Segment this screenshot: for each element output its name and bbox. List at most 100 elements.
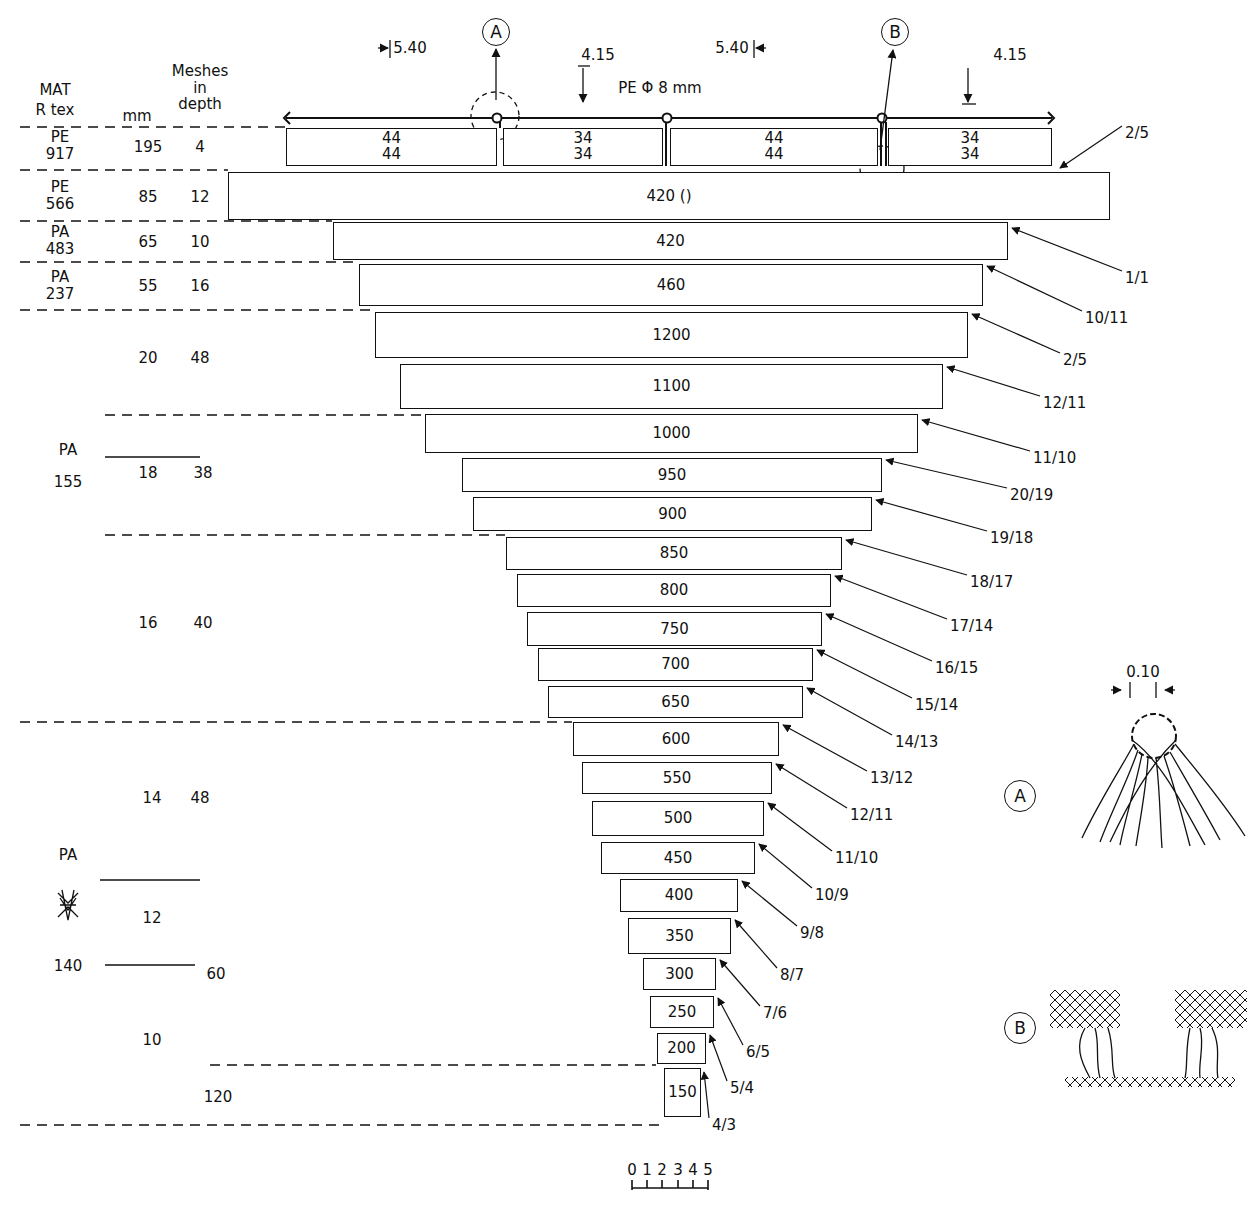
taper-ratio: 2/5 — [1125, 125, 1149, 142]
taper-ratio: 18/17 — [970, 574, 1013, 591]
table-label: 120 — [204, 1089, 233, 1106]
taper-ratio: 9/8 — [800, 925, 824, 942]
table-label: 40 — [193, 615, 212, 632]
table-label: Meshes in depth — [170, 63, 230, 113]
dimension-label: 5.40 — [715, 40, 748, 57]
dimension-label: 4.15 — [993, 47, 1026, 64]
net-symbol — [58, 890, 78, 920]
table-label: 140 — [54, 958, 83, 975]
taper-ratio: 12/11 — [850, 807, 893, 824]
callout-letter: B — [889, 23, 901, 42]
net-panel: 550 — [582, 762, 772, 794]
table-label: PA 237 — [42, 269, 78, 303]
panel-mesh-count: 850 — [660, 545, 689, 562]
taper-ratio: 14/13 — [895, 734, 938, 751]
panel-mesh-count: 1200 — [652, 327, 690, 344]
scale-number: 3 — [673, 1162, 683, 1179]
panel-mesh-count: 700 — [661, 656, 690, 673]
net-panel: 420 () — [228, 172, 1110, 220]
taper-ratio: 13/12 — [870, 770, 913, 787]
net-panel: 1100 — [400, 364, 943, 409]
table-label: 48 — [190, 790, 209, 807]
table-label: mm — [122, 108, 151, 125]
callout-circle: A — [1004, 780, 1036, 812]
headline-rope — [284, 112, 1054, 166]
table-label: 12 — [190, 189, 209, 206]
net-panel: 350 — [628, 918, 731, 954]
net-panel: 450 — [601, 842, 755, 874]
callout-circle: B — [1004, 1012, 1036, 1044]
callout-letter: B — [1014, 1019, 1026, 1038]
taper-ratio: 11/10 — [835, 850, 878, 867]
taper-ratio: 10/11 — [1085, 310, 1128, 327]
net-panel: 1000 — [425, 414, 918, 453]
net-panel: 900 — [473, 497, 872, 531]
table-label: 16 — [138, 615, 157, 632]
scale-number: 5 — [703, 1162, 713, 1179]
table-label: 12 — [142, 910, 161, 927]
callout-circle: B — [881, 18, 909, 46]
table-label: PA 483 — [42, 224, 78, 258]
net-panel: 44 44 — [286, 128, 497, 166]
taper-ratio: 19/18 — [990, 530, 1033, 547]
panel-mesh-count: 600 — [662, 731, 691, 748]
detail-b-drawing — [1050, 990, 1247, 1087]
table-label: 155 — [54, 474, 83, 491]
callout-letter: A — [490, 23, 502, 42]
panel-mesh-count: 460 — [657, 277, 686, 294]
table-label: PE 917 — [42, 129, 78, 163]
net-panel: 1200 — [375, 312, 968, 358]
panel-mesh-count: 950 — [658, 467, 687, 484]
net-panel: 500 — [592, 801, 764, 836]
panel-mesh-count: 44 44 — [375, 131, 408, 163]
taper-ratio: 10/9 — [815, 887, 849, 904]
panel-mesh-count: 550 — [663, 770, 692, 787]
callout-circle: A — [482, 18, 510, 46]
taper-ratio: 1/1 — [1125, 270, 1149, 287]
panel-mesh-count: 300 — [665, 966, 694, 983]
table-label: 10 — [190, 234, 209, 251]
panel-mesh-count: 750 — [660, 621, 689, 638]
table-label: 18 — [138, 465, 157, 482]
table-label: PE 566 — [42, 179, 78, 213]
panel-mesh-count: 450 — [664, 850, 693, 867]
taper-ratio: 17/14 — [950, 618, 993, 635]
table-label: PA — [59, 847, 77, 864]
table-label: R tex — [36, 102, 75, 119]
panel-mesh-count: 400 — [665, 887, 694, 904]
taper-ratio: 5/4 — [730, 1080, 754, 1097]
panel-mesh-count: 500 — [664, 810, 693, 827]
scale-number: 4 — [688, 1162, 698, 1179]
table-label: MAT — [39, 82, 70, 99]
table-label: 14 — [142, 790, 161, 807]
callout-letter: A — [1014, 787, 1026, 806]
table-label: PA — [59, 442, 77, 459]
table-label: 20 — [138, 350, 157, 367]
net-panel: 420 — [333, 222, 1008, 260]
table-label: 16 — [190, 278, 209, 295]
taper-ratio: 15/14 — [915, 697, 958, 714]
taper-ratio: 16/15 — [935, 660, 978, 677]
net-panel: 34 34 — [503, 128, 663, 166]
table-label: 195 — [134, 139, 163, 156]
panel-mesh-count: 44 44 — [758, 131, 791, 163]
net-panel: 460 — [359, 264, 983, 306]
table-label: 48 — [190, 350, 209, 367]
table-label: 38 — [193, 465, 212, 482]
taper-ratio: 4/3 — [712, 1117, 736, 1134]
panel-mesh-count: 34 34 — [567, 131, 600, 163]
panel-mesh-count: 200 — [667, 1040, 696, 1057]
taper-ratio: 8/7 — [780, 967, 804, 984]
net-panel: 200 — [657, 1033, 706, 1064]
panel-mesh-count: 34 34 — [954, 131, 987, 163]
table-label: 55 — [138, 278, 157, 295]
table-label: 10 — [142, 1032, 161, 1049]
table-label: 85 — [138, 189, 157, 206]
dimension-label: 4.15 — [581, 47, 614, 64]
scale-number: 0 — [627, 1162, 637, 1179]
panel-mesh-count: 800 — [660, 582, 689, 599]
taper-ratio: 11/10 — [1033, 450, 1076, 467]
panel-mesh-count: 1000 — [652, 425, 690, 442]
table-label: 60 — [206, 966, 225, 983]
net-panel: 650 — [548, 686, 803, 718]
